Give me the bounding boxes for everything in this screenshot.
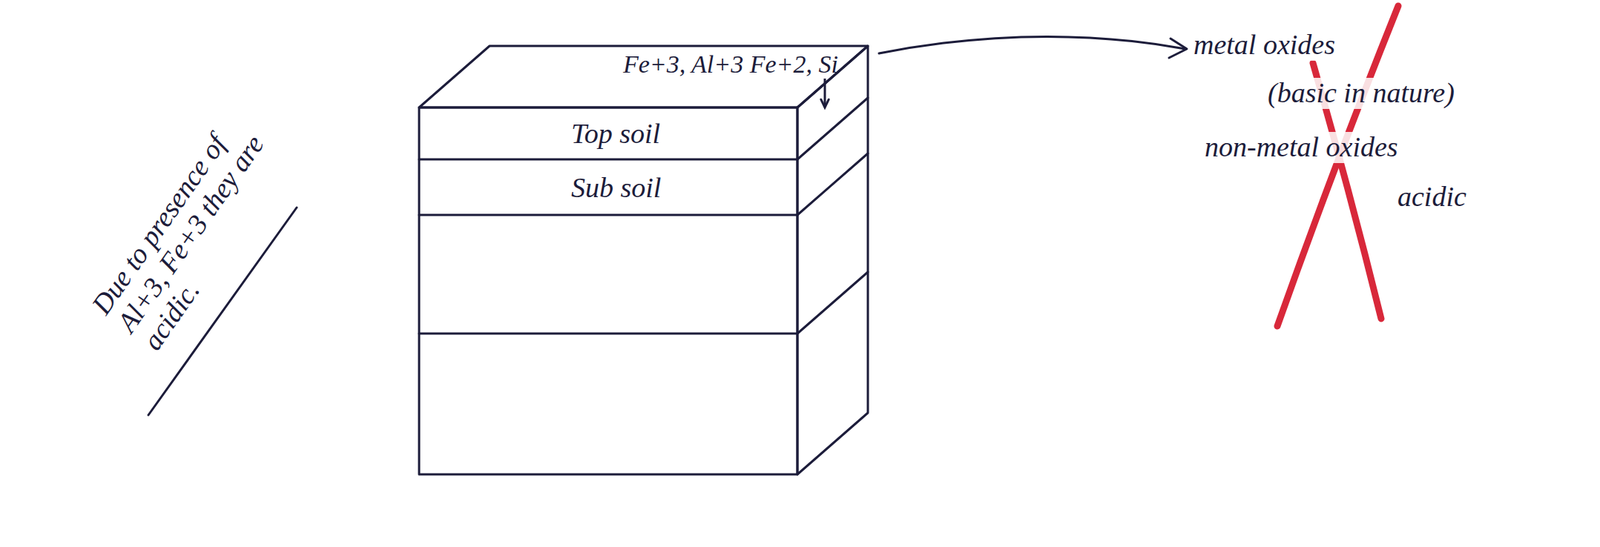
crossed-note: acidic [1394,181,1470,213]
top-face: Fe+3, Al+3 Fe+2, Si [563,51,839,78]
crossed-note: non-metal oxides [1201,132,1402,164]
soil-layer: Top soil [419,107,798,160]
soil-layer: Sub soil [419,159,798,216]
node-text: Sub soil [571,173,798,202]
crossed-note: (basic in nature) [1264,77,1458,110]
crossed-note: metal oxides [1190,29,1339,61]
node-text: Top soil [571,119,798,148]
arrow-connector [821,78,829,108]
side-note: Due to presence of Al+3, Fe+3 they are a… [84,105,301,359]
node-text: Fe+3, Al+3 Fe+2, Si [563,51,839,78]
